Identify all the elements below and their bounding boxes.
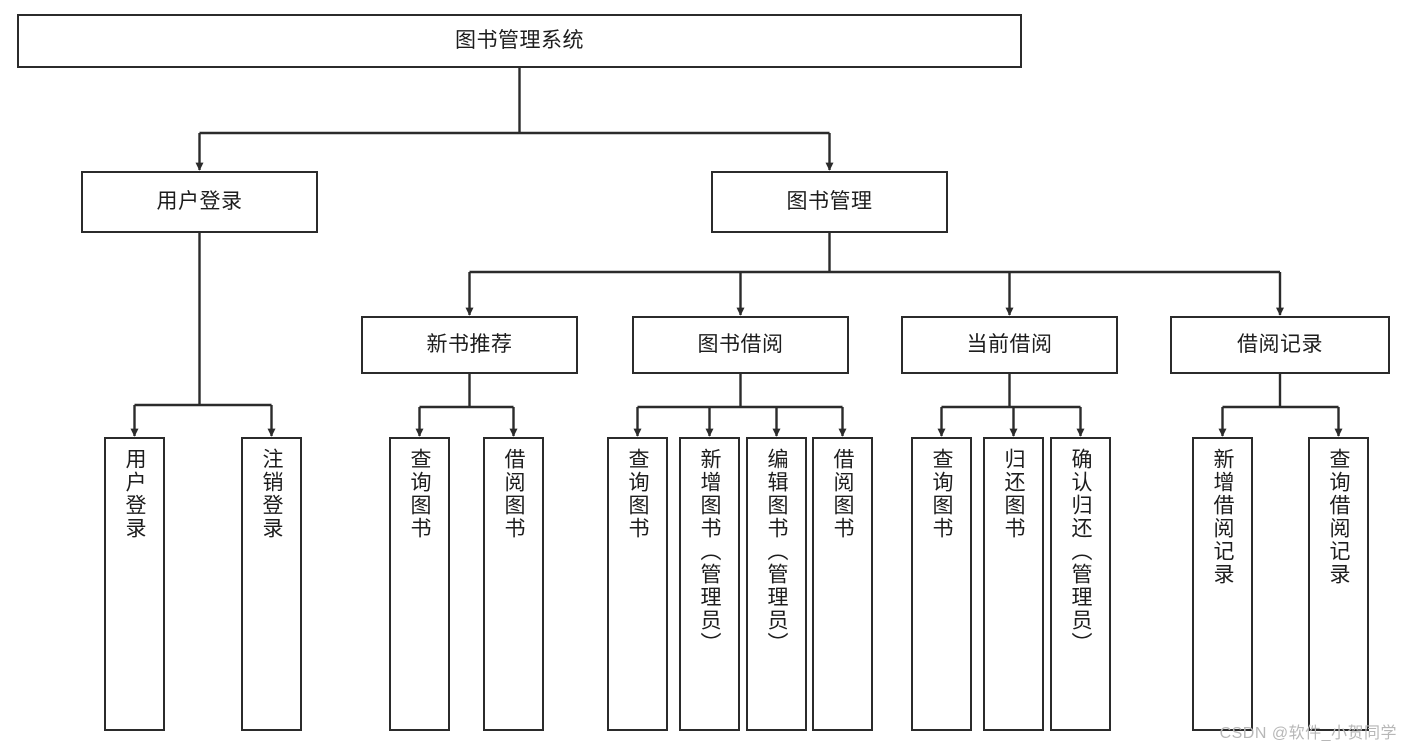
node-borrow-record[interactable]: 借阅记录 bbox=[1170, 316, 1390, 374]
node-label: 借阅图书 bbox=[502, 448, 526, 540]
node-label: 查询借阅记录 bbox=[1327, 448, 1351, 586]
node-label: 图书管理系统 bbox=[455, 28, 584, 52]
leaf-logout[interactable]: 注销登录 bbox=[241, 437, 302, 731]
node-user-login[interactable]: 用户登录 bbox=[81, 171, 318, 233]
leaf-edit-book-admin[interactable]: 编辑图书（管理员） bbox=[746, 437, 807, 731]
leaf-query-borrow-record[interactable]: 查询借阅记录 bbox=[1308, 437, 1369, 731]
leaf-borrow-book-2[interactable]: 借阅图书 bbox=[812, 437, 873, 731]
leaf-user-login[interactable]: 用户登录 bbox=[104, 437, 165, 731]
node-current-borrow[interactable]: 当前借阅 bbox=[901, 316, 1118, 374]
leaf-return-book[interactable]: 归还图书 bbox=[983, 437, 1044, 731]
node-label: 新增图书（管理员） bbox=[698, 448, 722, 655]
leaf-add-book-admin[interactable]: 新增图书（管理员） bbox=[679, 437, 740, 731]
node-label: 用户登录 bbox=[123, 448, 147, 540]
node-label: 确认归还（管理员） bbox=[1069, 448, 1093, 655]
node-book-manage[interactable]: 图书管理 bbox=[711, 171, 948, 233]
node-label: 新增借阅记录 bbox=[1211, 448, 1235, 586]
node-label: 新书推荐 bbox=[426, 332, 513, 356]
node-label: 当前借阅 bbox=[966, 332, 1053, 356]
node-label: 注销登录 bbox=[260, 448, 284, 540]
node-label: 用户登录 bbox=[156, 189, 243, 213]
node-label: 图书借阅 bbox=[697, 332, 784, 356]
leaf-add-borrow-record[interactable]: 新增借阅记录 bbox=[1192, 437, 1253, 731]
watermark: CSDN @软件_小贺同学 bbox=[1219, 725, 1397, 742]
node-label: 查询图书 bbox=[930, 448, 954, 540]
node-book-borrow[interactable]: 图书借阅 bbox=[632, 316, 849, 374]
leaf-borrow-book-1[interactable]: 借阅图书 bbox=[483, 437, 544, 731]
leaf-query-book-1[interactable]: 查询图书 bbox=[389, 437, 450, 731]
node-root[interactable]: 图书管理系统 bbox=[17, 14, 1022, 68]
leaf-query-book-3[interactable]: 查询图书 bbox=[911, 437, 972, 731]
leaf-confirm-return-admin[interactable]: 确认归还（管理员） bbox=[1050, 437, 1111, 731]
node-label: 归还图书 bbox=[1002, 448, 1026, 540]
node-label: 借阅记录 bbox=[1237, 332, 1323, 356]
node-label: 编辑图书（管理员） bbox=[765, 448, 789, 655]
leaf-query-book-2[interactable]: 查询图书 bbox=[607, 437, 668, 731]
node-label: 图书管理 bbox=[786, 189, 873, 213]
node-label: 查询图书 bbox=[408, 448, 432, 540]
node-new-book-recommend[interactable]: 新书推荐 bbox=[361, 316, 578, 374]
node-label: 借阅图书 bbox=[831, 448, 855, 540]
node-label: 查询图书 bbox=[626, 448, 650, 540]
